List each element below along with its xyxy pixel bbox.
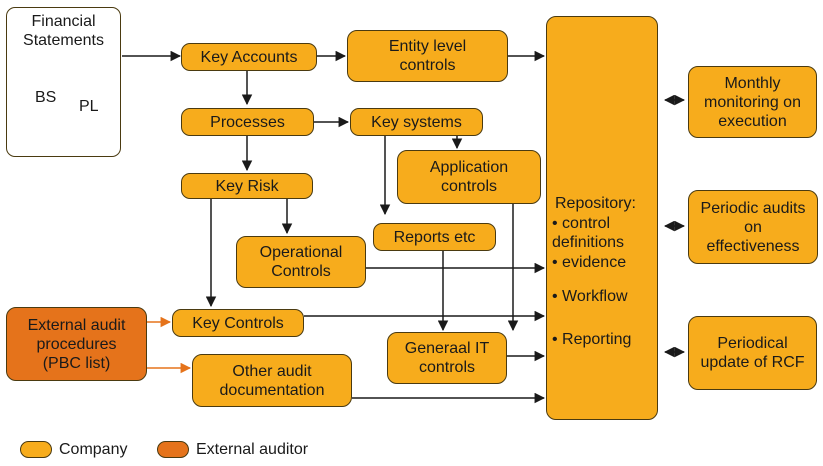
node-key-controls-label: Key Controls: [192, 314, 284, 332]
repository-item-evidence: • evidence: [552, 254, 627, 271]
node-key-risk-label: Key Risk: [215, 177, 279, 195]
node-other-audit-documentation: Other audit documentation: [192, 354, 352, 407]
node-operational-controls: Operational Controls: [236, 236, 366, 288]
repository-title: Repository:: [555, 195, 636, 212]
node-key-accounts-label: Key Accounts: [200, 48, 298, 66]
node-processes-label: Processes: [210, 113, 285, 131]
node-other-audit-documentation-label: Other audit documentation: [219, 362, 325, 399]
node-key-accounts: Key Accounts: [181, 43, 317, 71]
node-reports-etc-label: Reports etc: [393, 228, 476, 246]
node-operational-controls-label: Operational Controls: [259, 244, 343, 280]
repository-item-workflow: • Workflow: [552, 288, 628, 305]
financial-statements-box: Financial Statements: [6, 7, 121, 157]
legend-external-auditor-label: External auditor: [196, 441, 309, 458]
node-periodic-audits-label: Periodic audits on effectiveness: [700, 199, 806, 255]
node-periodic-audits: Periodic audits on effectiveness: [688, 190, 818, 264]
node-application-controls-label: Application controls: [429, 159, 509, 195]
node-monthly-monitoring-label: Monthly monitoring on execution: [704, 74, 801, 130]
node-monthly-monitoring: Monthly monitoring on execution: [688, 66, 817, 138]
legend-company-swatch: [20, 441, 52, 458]
node-generaal-it-controls-label: Generaal IT controls: [404, 340, 490, 376]
node-key-controls: Key Controls: [172, 309, 304, 337]
legend-company-label: Company: [59, 441, 128, 458]
balance-sheet-label: BS: [35, 89, 57, 106]
node-entity-level-controls: Entity level controls: [347, 30, 508, 82]
node-generaal-it-controls: Generaal IT controls: [387, 332, 507, 384]
financial-statements-title: Financial Statements: [23, 13, 104, 49]
profit-loss-label: PL: [79, 98, 99, 115]
repository-box: Repository: • control definitions • evid…: [546, 16, 658, 420]
legend-external-auditor-swatch: [157, 441, 189, 458]
node-application-controls: Application controls: [397, 150, 541, 204]
repository-item-reporting: • Reporting: [552, 331, 632, 348]
node-external-audit-procedures-label: External audit procedures (PBC list): [27, 316, 126, 372]
node-reports-etc: Reports etc: [373, 223, 496, 251]
node-periodical-update: Periodical update of RCF: [688, 316, 817, 390]
node-key-systems: Key systems: [350, 108, 483, 136]
node-periodical-update-label: Periodical update of RCF: [700, 335, 805, 371]
node-external-audit-procedures: External audit procedures (PBC list): [6, 307, 147, 381]
node-entity-level-controls-label: Entity level controls: [388, 38, 467, 74]
node-key-systems-label: Key systems: [371, 113, 462, 131]
node-processes: Processes: [181, 108, 314, 136]
repository-item-control-definitions: • control definitions: [552, 215, 625, 251]
node-key-risk: Key Risk: [181, 173, 313, 199]
